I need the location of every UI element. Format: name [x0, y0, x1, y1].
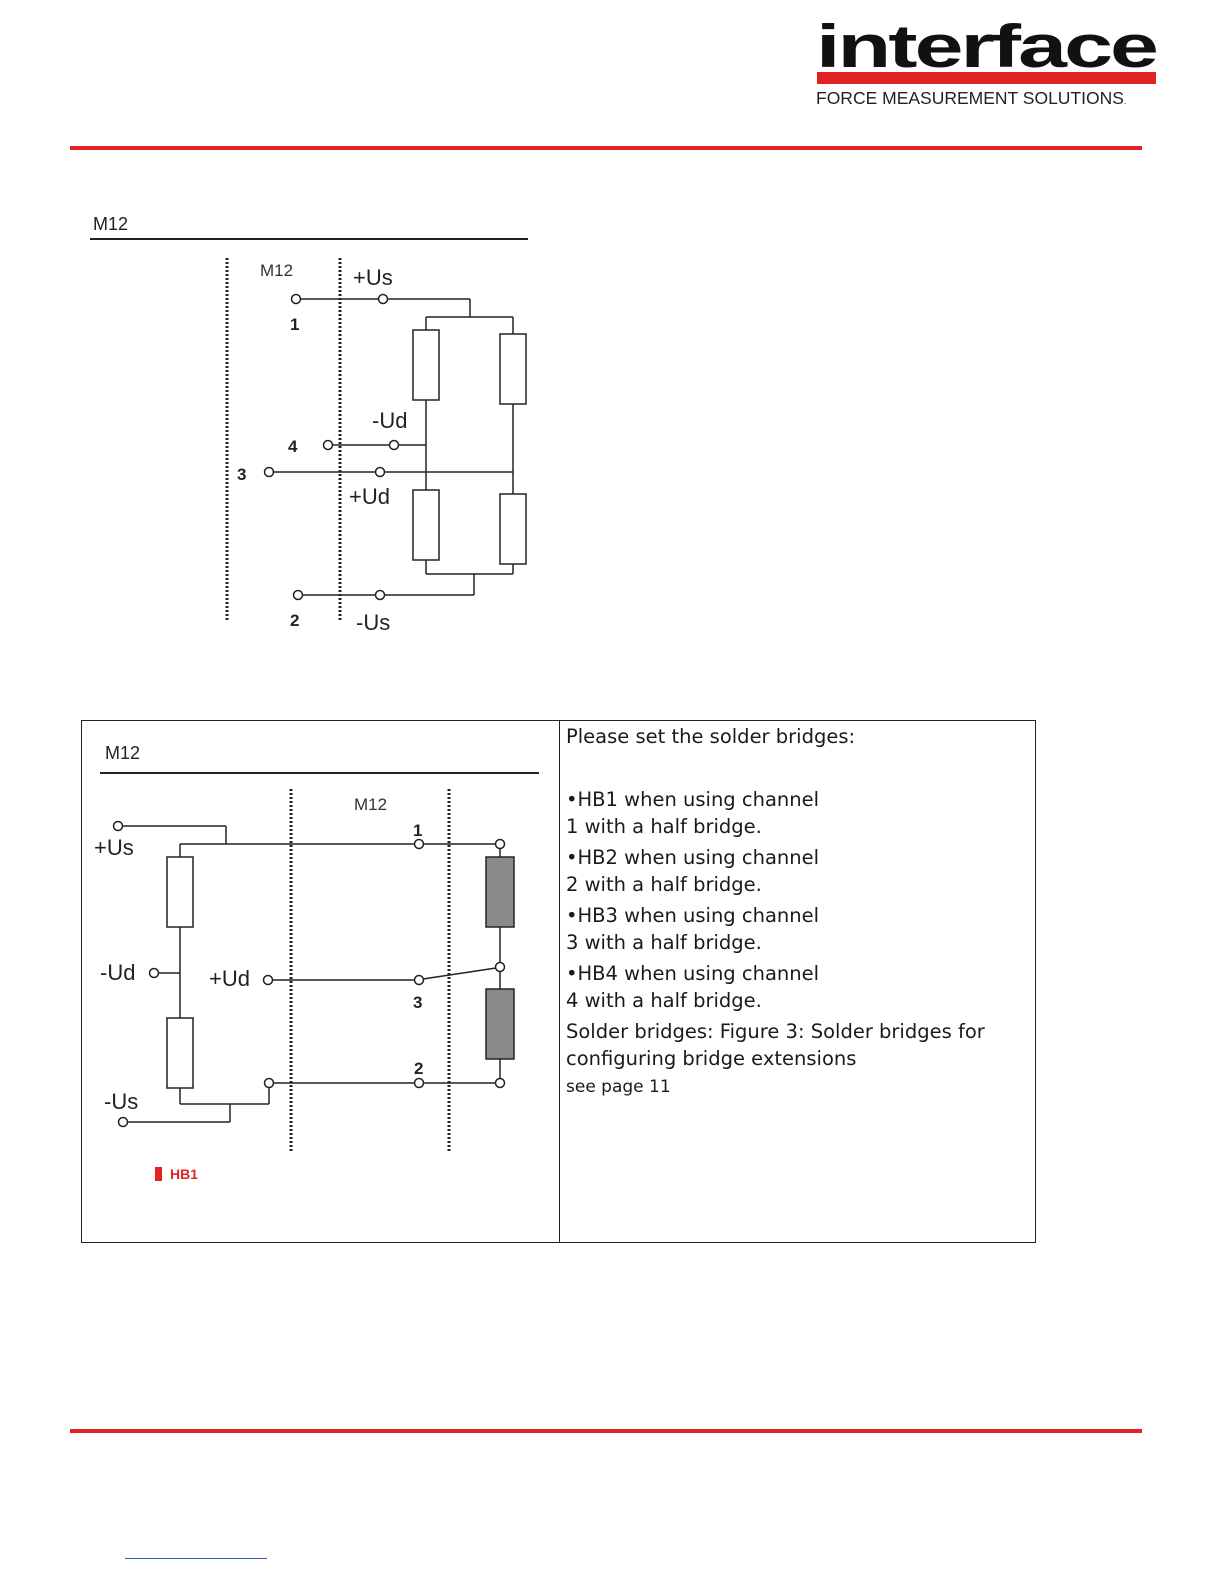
label-plus-us: +Us [94, 835, 134, 860]
wire-terminal [112, 820, 124, 832]
resistor [499, 493, 527, 565]
label-plus-ud: +Ud [209, 966, 250, 991]
logo-mark: interface [816, 22, 1159, 84]
pin-terminal [263, 466, 275, 478]
company-logo: interface FORCE MEASUREMENT SOLUTIONS. [816, 22, 1161, 112]
wire-terminal [388, 439, 400, 451]
pin-terminal [292, 589, 304, 601]
label-minus-us: -Us [104, 1089, 138, 1114]
pin-label: 3 [237, 465, 246, 484]
resistor [166, 856, 194, 928]
diagram-heading: M12 [93, 214, 128, 234]
connector-label: M12 [354, 795, 387, 814]
solder-bridge-instructions: Please set the solder bridges: •HB1 when… [566, 723, 1031, 1101]
resistor [166, 1017, 194, 1089]
wire-terminal [494, 1077, 506, 1089]
wire-terminal [263, 1077, 275, 1089]
pin-terminal [413, 838, 425, 850]
solder-bridge-link [422, 967, 497, 980]
resistor [412, 329, 440, 401]
pin-label: 1 [413, 821, 422, 840]
label-plus-ud: +Ud [349, 484, 390, 509]
pin-label: 2 [290, 611, 299, 630]
figure-reference: Solder bridges: Figure 3: Solder bridges… [566, 1020, 985, 1070]
resistor [499, 333, 527, 405]
resistor-completion [485, 988, 515, 1060]
half-bridge-panel: M12 M12 +Us 1 [81, 720, 1036, 1243]
wiring-diagram-half-bridge: M12 M12 +Us 1 [82, 721, 558, 1241]
wire-terminal [262, 974, 274, 986]
label-minus-ud: -Ud [372, 408, 407, 433]
pin-label: 4 [288, 437, 298, 456]
label-minus-us: -Us [356, 610, 390, 635]
footer-rule [70, 1429, 1142, 1433]
footer-link-underline[interactable] [125, 1558, 267, 1559]
logo-red-bar [817, 72, 1156, 84]
wire-terminal [494, 838, 506, 850]
logo-word: interface [816, 22, 1157, 80]
wiring-diagram-full-bridge: M12 M12 +Us 1 -Ud 4 3 +Ud [80, 200, 540, 650]
resistor-completion [485, 856, 515, 928]
wire-terminal [117, 1116, 129, 1128]
connector-label: M12 [260, 261, 293, 280]
page-reference: see page 11 [566, 1077, 671, 1097]
pin-terminal [322, 439, 334, 451]
wire-terminal [374, 466, 386, 478]
diagram-heading: M12 [105, 743, 140, 763]
pin-terminal [413, 974, 425, 986]
solder-bridge-marker [155, 1167, 162, 1181]
resistor [412, 489, 440, 561]
label-minus-ud: -Ud [100, 960, 135, 985]
wire-terminal [148, 967, 160, 979]
solder-bridge-label: HB1 [170, 1166, 198, 1182]
pin-label: 1 [290, 315, 299, 334]
wire-terminal [377, 293, 389, 305]
pin-label: 3 [413, 993, 422, 1012]
pin-terminal [413, 1077, 425, 1089]
pin-label: 2 [414, 1059, 423, 1078]
pin-terminal [290, 293, 302, 305]
label-plus-us: +Us [353, 265, 393, 290]
instructions-intro: Please set the solder bridges: [566, 725, 856, 748]
wire-terminal [374, 589, 386, 601]
panel-divider [559, 721, 560, 1242]
wire-terminal [494, 961, 506, 973]
logo-tagline: FORCE MEASUREMENT SOLUTIONS. [816, 88, 1127, 108]
header-rule [70, 146, 1142, 150]
